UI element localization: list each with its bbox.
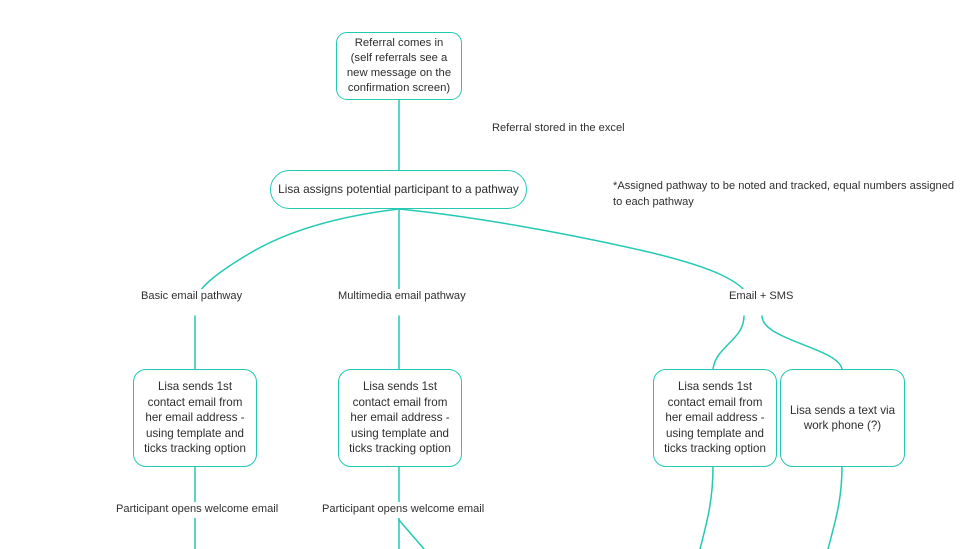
node-lisa-assigns-pathway[interactable]: Lisa assigns potential participant to a …: [270, 170, 527, 209]
edge-label-referral-stored: Referral stored in the excel: [492, 121, 625, 137]
edge-label-basic-email-pathway: Basic email pathway: [141, 289, 243, 305]
edge-label-opens-welcome-email-basic: Participant opens welcome email: [116, 502, 279, 518]
edge-emailsms-split-left: [712, 315, 745, 370]
node-basic-first-contact-email-label: Lisa sends 1st contact email from her em…: [144, 380, 246, 456]
annotation-assigned-pathway-note: *Assigned pathway to be noted and tracke…: [613, 179, 964, 211]
node-emailsms-first-contact-email[interactable]: Lisa sends 1st contact email from her em…: [653, 369, 777, 467]
edge-label-opens-welcome-email-multimedia: Participant opens welcome email: [322, 502, 485, 518]
node-lisa-sends-text[interactable]: Lisa sends a text via work phone (?): [780, 369, 905, 467]
edge-label-email-plus-sms: Email + SMS: [729, 289, 794, 305]
edge-multimedia-box-branch: [398, 519, 425, 549]
node-lisa-sends-text-label: Lisa sends a text via work phone (?): [789, 403, 896, 432]
node-basic-first-contact-email[interactable]: Lisa sends 1st contact email from her em…: [133, 369, 257, 467]
edge-emailsms-split-right: [761, 315, 843, 370]
node-emailsms-first-contact-email-label: Lisa sends 1st contact email from her em…: [664, 380, 766, 456]
edge-label-multimedia-email-pathway: Multimedia email pathway: [338, 289, 466, 305]
node-multimedia-first-contact-email-label: Lisa sends 1st contact email from her em…: [349, 380, 451, 456]
node-referral-comes-in-label: Referral comes in (self referrals see a …: [346, 36, 452, 95]
node-multimedia-first-contact-email[interactable]: Lisa sends 1st contact email from her em…: [338, 369, 462, 467]
node-referral-comes-in[interactable]: Referral comes in (self referrals see a …: [336, 32, 462, 100]
edge-emailsms-email-down: [699, 466, 714, 549]
edge-emailsms-text-down: [827, 466, 843, 549]
node-lisa-assigns-pathway-label: Lisa assigns potential participant to a …: [278, 181, 519, 196]
